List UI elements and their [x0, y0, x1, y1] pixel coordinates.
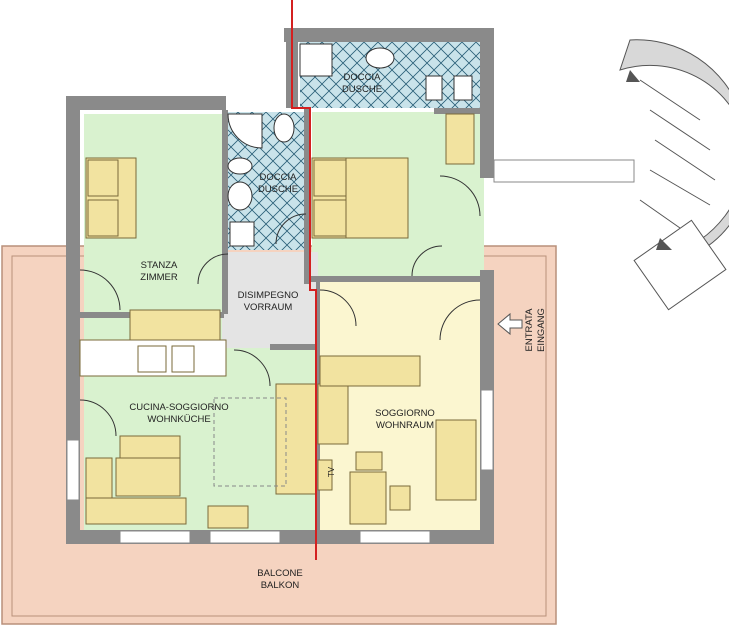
- windows: [66, 389, 494, 544]
- bath-fixtures: [227, 43, 473, 247]
- furniture: [79, 113, 477, 529]
- tv-label: TV: [327, 466, 336, 478]
- dining-zone-outline: [213, 397, 287, 487]
- division-line: [291, 0, 317, 560]
- entrance-arrow-icon: [497, 312, 523, 336]
- hallway-floor: [222, 252, 318, 348]
- entrance-stair: [493, 39, 729, 311]
- doors: [79, 175, 481, 437]
